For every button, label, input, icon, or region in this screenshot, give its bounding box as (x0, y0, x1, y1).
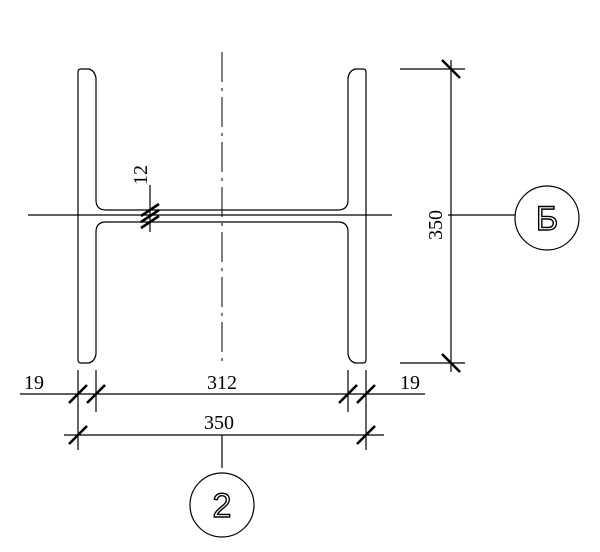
web-thickness-label: 12 (130, 165, 152, 185)
overall-width-label: 350 (204, 412, 234, 434)
flange-and-web-dimension (20, 370, 425, 412)
web-thickness-dimension (140, 185, 160, 232)
axis-2-label: 2 (213, 487, 232, 525)
left-flange-label: 19 (24, 372, 44, 394)
axis-b-label: Б (536, 200, 558, 238)
beam-outline (77, 68, 367, 364)
web-clear-label: 312 (207, 372, 237, 394)
right-flange-label: 19 (400, 372, 420, 394)
axis-2-bubble (189, 472, 255, 538)
overall-width-dimension (64, 412, 384, 450)
axis-b-bubble (514, 185, 580, 251)
height-dimension (400, 59, 465, 373)
height-label: 350 (425, 210, 447, 240)
